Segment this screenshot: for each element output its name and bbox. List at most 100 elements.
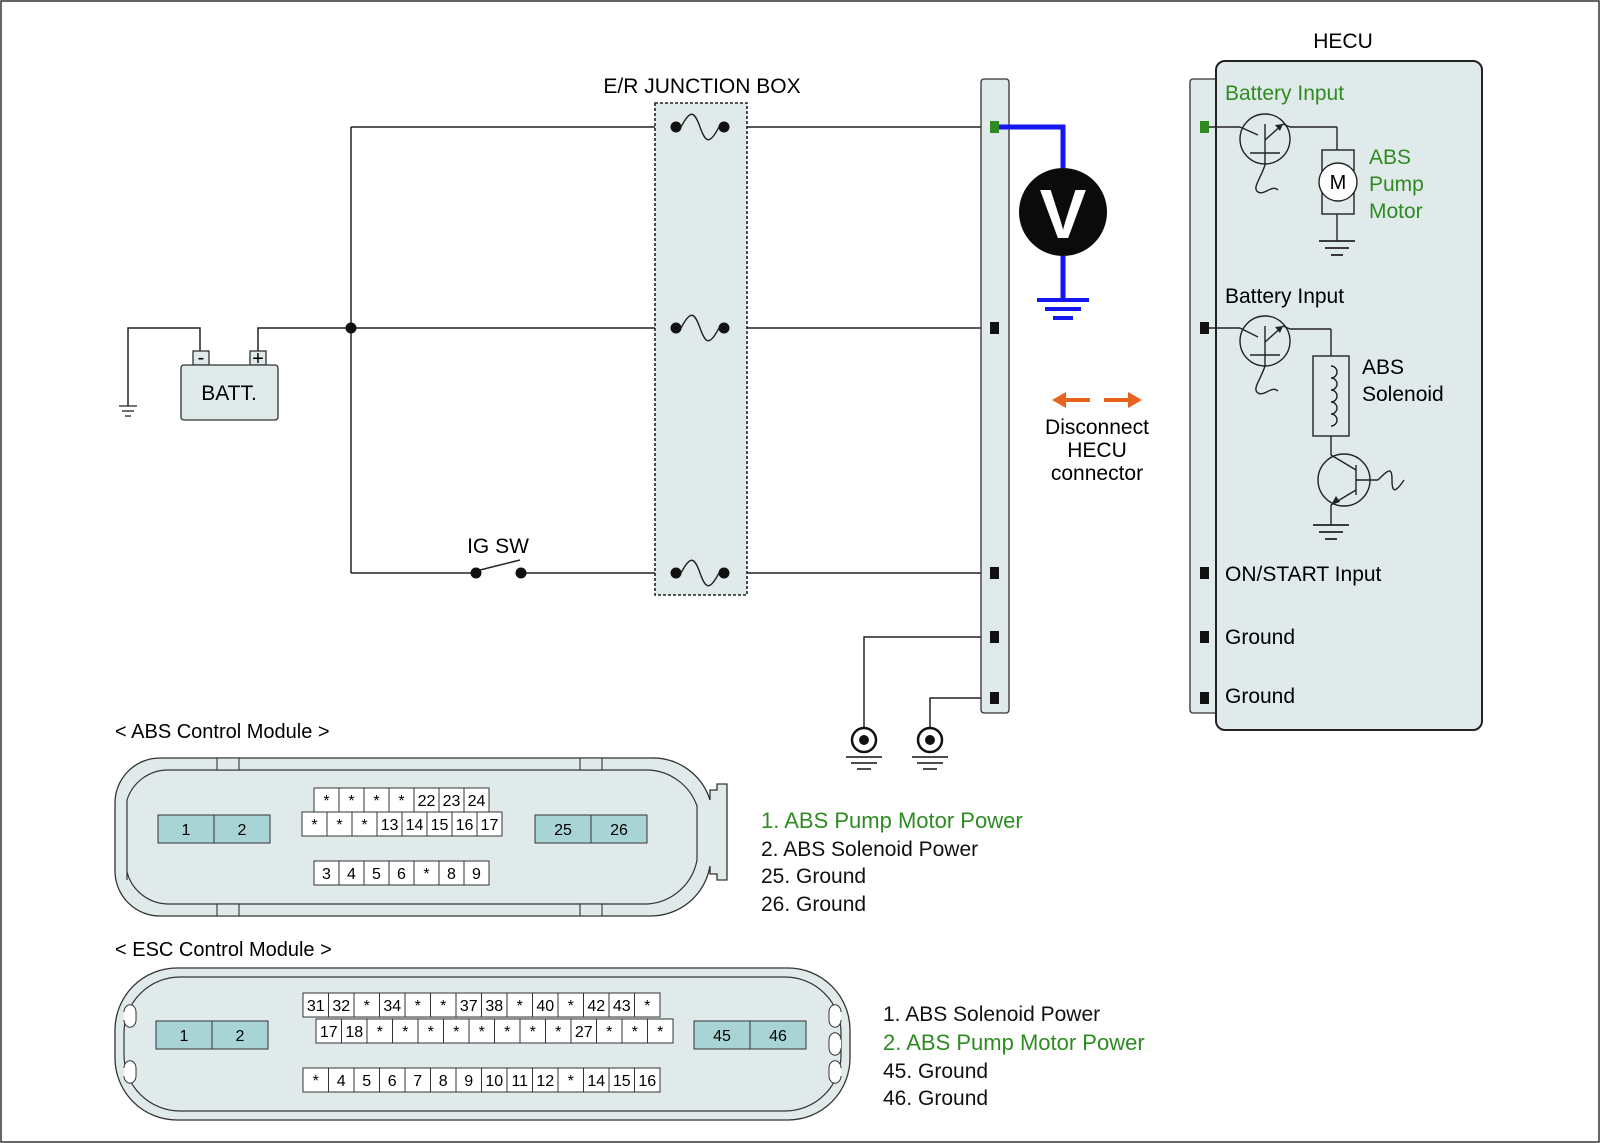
- solenoid-coil: [1312, 355, 1350, 437]
- pin-label: 22: [418, 793, 436, 810]
- pin-label: 14: [406, 817, 424, 834]
- ignition-switch: IG SW: [467, 535, 529, 579]
- pin-label: 5: [362, 1073, 371, 1090]
- pin-label: *: [423, 866, 429, 883]
- pin-label: *: [555, 1024, 561, 1041]
- pin-cell: [506, 992, 533, 1018]
- hecu-ground-1: Ground: [1225, 626, 1295, 649]
- pin-cell: [379, 1067, 406, 1093]
- pin-label: 16: [638, 1073, 656, 1090]
- hecu-pump-motor-line-3: Motor: [1369, 200, 1423, 223]
- hecu-pump-motor-line-1: ABS: [1369, 146, 1411, 169]
- pin-label: 43: [613, 998, 631, 1015]
- pin-label: *: [398, 793, 404, 810]
- pin-cell: [326, 811, 353, 837]
- pin-label: *: [453, 1024, 459, 1041]
- pin-cell: [388, 787, 415, 813]
- power-pin-cell: [590, 814, 648, 844]
- pin-cell: [634, 1067, 661, 1093]
- junction-box-title: E/R JUNCTION BOX: [603, 75, 800, 98]
- pin-cell: [451, 811, 478, 837]
- motor-label: M: [1330, 172, 1347, 194]
- pin-label: *: [311, 817, 317, 834]
- solenoid-transistor-arrow: [1275, 326, 1283, 333]
- junction-box: E/R JUNCTION BOX: [603, 75, 801, 596]
- pump-motor-circuit: [1209, 113, 1358, 256]
- pin-label: *: [323, 793, 329, 810]
- pin-label: 34: [383, 998, 401, 1015]
- pin-cell: [557, 992, 584, 1018]
- pin-label: *: [373, 793, 379, 810]
- pin-cell: [430, 992, 457, 1018]
- fuse-1: [670, 113, 730, 141]
- esc-legend-4: 46. Ground: [883, 1087, 988, 1110]
- pin-cell: [404, 992, 431, 1018]
- hecu-solenoid-line-1: ABS: [1362, 356, 1404, 379]
- pin-label: *: [517, 998, 523, 1015]
- batt-positive-wire: [257, 327, 351, 351]
- pin-cell: [353, 992, 380, 1018]
- voltmeter: V: [999, 124, 1107, 320]
- pin-cell: [596, 1018, 623, 1044]
- pin-label: *: [644, 998, 650, 1015]
- pin-cell: [481, 1067, 508, 1093]
- pin-cell: [302, 992, 329, 1018]
- pin-label: 14: [587, 1073, 605, 1090]
- pin-label: *: [415, 998, 421, 1015]
- esc-legend-1: 1. ABS Solenoid Power: [883, 1003, 1100, 1026]
- pin-cell: [338, 787, 365, 813]
- harness-pin-4: [990, 631, 999, 643]
- pin-label: 15: [613, 1073, 631, 1090]
- pin-cell: [647, 1018, 674, 1044]
- power-pin-label: 25: [554, 822, 572, 839]
- pin-cell: [455, 992, 482, 1018]
- pin-cell: [608, 1067, 635, 1093]
- solenoid-circuit: [1209, 315, 1405, 540]
- hecu-solenoid-line-2: Solenoid: [1362, 383, 1444, 406]
- pin-label: 8: [439, 1073, 448, 1090]
- harness-pin-1: [990, 121, 999, 133]
- battery-negative-sign: -: [198, 347, 205, 369]
- pin-label: *: [377, 1024, 383, 1041]
- pin-label: *: [530, 1024, 536, 1041]
- battery-positive-sign: +: [252, 348, 264, 370]
- pin-label: 27: [575, 1024, 593, 1041]
- pin-label: *: [440, 998, 446, 1015]
- pin-cell: [426, 811, 453, 837]
- pin-cell: [401, 811, 428, 837]
- pin-label: 4: [337, 1073, 346, 1090]
- pin-cell: [388, 860, 415, 886]
- hecu-pin-5: [1200, 692, 1209, 704]
- pin-label: *: [632, 1024, 638, 1041]
- wiring: [127, 126, 988, 728]
- power-pin-cell: [693, 1020, 751, 1050]
- pin-label: *: [568, 1073, 574, 1090]
- hecu-battery-input-1: Battery Input: [1225, 82, 1344, 105]
- pin-label: 6: [388, 1073, 397, 1090]
- voltmeter-body: [1019, 168, 1107, 256]
- pin-cell: [468, 1018, 495, 1044]
- battery-body: [180, 364, 279, 421]
- pin-label: *: [336, 817, 342, 834]
- pin-cell: [634, 992, 661, 1018]
- pin-label: *: [364, 998, 370, 1015]
- harness-pin-3: [990, 567, 999, 579]
- pin-cell: [366, 1018, 393, 1044]
- harness-pin-2: [990, 322, 999, 334]
- pin-label: 7: [413, 1073, 422, 1090]
- pin-label: 9: [472, 866, 481, 883]
- hecu-battery-input-2: Battery Input: [1225, 285, 1344, 308]
- pin-label: 38: [485, 998, 503, 1015]
- hecu-pin-4: [1200, 631, 1209, 643]
- pin-label: *: [313, 1073, 319, 1090]
- pin-label: *: [348, 793, 354, 810]
- pin-cell: [481, 992, 508, 1018]
- pin-label: 37: [460, 998, 478, 1015]
- battery: - + BATT.: [180, 347, 279, 421]
- battery-label: BATT.: [201, 382, 257, 405]
